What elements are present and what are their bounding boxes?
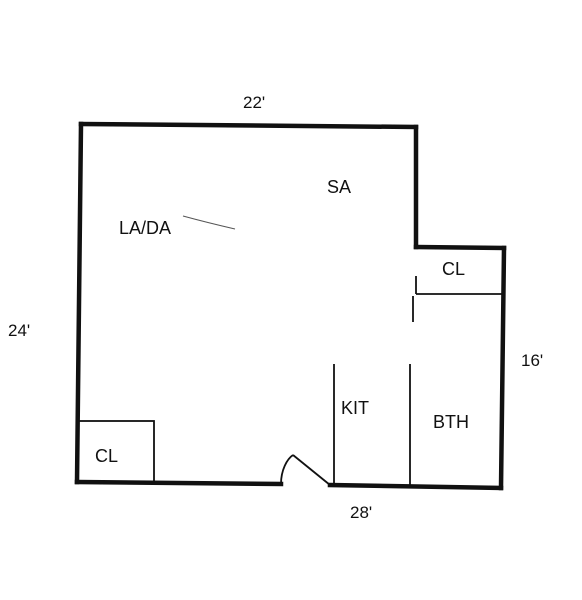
entry-door <box>280 454 331 486</box>
interior-walls <box>77 276 502 486</box>
dimension-left: 24' <box>8 321 30 340</box>
door-leaf <box>292 454 331 486</box>
dimension-bottom: 28' <box>350 503 372 522</box>
room-label-closet-lower: CL <box>95 446 118 466</box>
outer-walls <box>74 121 507 491</box>
room-label-living-dining: LA/DA <box>119 218 171 238</box>
dimension-right: 16' <box>521 351 543 370</box>
wall-step-horizontal <box>413 244 507 251</box>
closet-lower-outline <box>77 420 155 483</box>
dimension-top: 22' <box>243 93 265 112</box>
room-label-closet-upper: CL <box>442 259 465 279</box>
wall-top <box>78 121 419 130</box>
sketch-mark <box>182 215 236 230</box>
wall-bottom-right <box>327 482 504 491</box>
wall-right <box>498 245 507 491</box>
room-label-kitchen: KIT <box>341 398 369 418</box>
door-swing-arc <box>280 454 294 485</box>
room-label-sleeping-area: SA <box>327 177 351 197</box>
room-label-bathroom: BTH <box>433 412 469 432</box>
